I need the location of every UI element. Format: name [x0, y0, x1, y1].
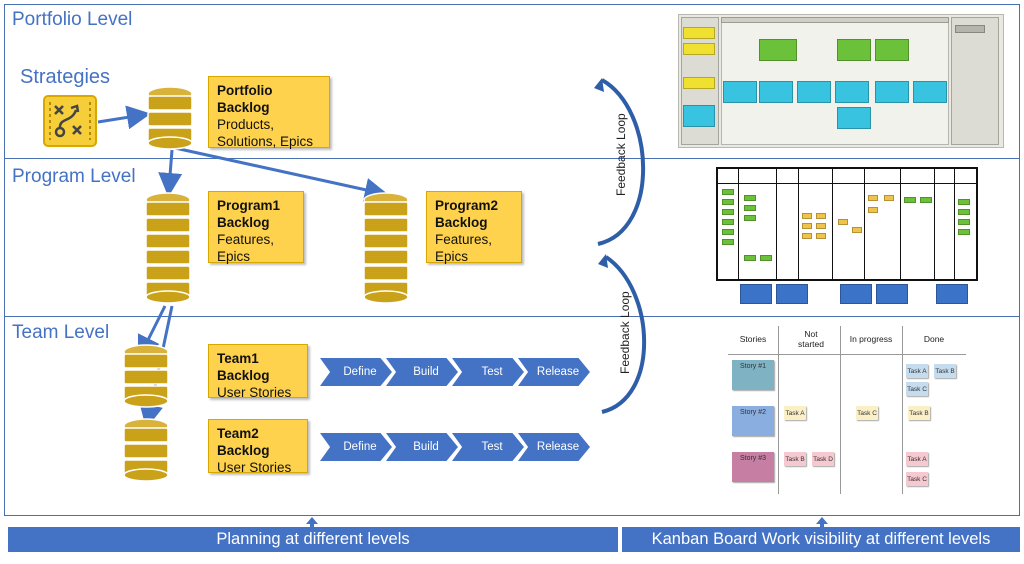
backlog-title-line2: Backlog — [217, 443, 270, 458]
backlog-desc-line2: Epics — [217, 249, 251, 264]
backlog-title-line2: Backlog — [217, 215, 270, 230]
team1-database-icon — [123, 344, 169, 408]
team2-backlog-box: Team2 Backlog User Stories — [208, 419, 308, 475]
column-header: In progress — [849, 334, 893, 344]
footer-kanban-bar: Kanban Board Work visibility at differen… — [622, 527, 1020, 552]
strategy-to-portfolio-arrow — [97, 105, 151, 130]
backlog-title-line1: Program2 — [435, 198, 499, 213]
feedback-arc-lower — [601, 255, 647, 414]
program2-backlog-box: Program2 Backlog Features, Epics — [426, 191, 522, 264]
footer-planning-bar: Planning at different levels — [8, 527, 618, 552]
backlog-desc-line1: Products, — [217, 117, 275, 132]
portfolio-backlog-box: Portfolio Backlog Products, Solutions, E… — [208, 76, 330, 149]
divider-portfolio-program — [4, 158, 1020, 159]
column-header: Not started — [798, 329, 824, 349]
program2-database-icon — [363, 192, 409, 304]
task-card: Task B — [934, 364, 956, 378]
column-header: Stories — [739, 334, 767, 344]
feedback-loop-label: Feedback Loop — [618, 291, 632, 374]
backlog-desc-line2: Solutions, Epics — [217, 134, 314, 149]
backlog-title-line1: Portfolio — [217, 83, 273, 98]
pipeline-step: Release — [518, 433, 590, 461]
backlog-title-line2: Backlog — [435, 215, 488, 230]
backlog-title-line1: Team2 — [217, 426, 259, 441]
pipeline-step: Build — [386, 433, 458, 461]
backlog-desc-line1: Features, — [217, 232, 275, 247]
feedback-loop-label: Feedback Loop — [614, 113, 628, 196]
divider-program-team — [4, 316, 1020, 317]
task-card: Task A — [784, 406, 806, 420]
pipeline-step: Release — [518, 358, 590, 386]
pipeline-step: Define — [320, 358, 392, 386]
portfolio-kanban-board-thumbnail — [678, 14, 1004, 148]
task-card: Task D — [812, 452, 834, 466]
feedback-arrowhead-upper — [594, 78, 604, 92]
task-card: Task C — [906, 472, 928, 486]
team-level-title: Team Level — [12, 322, 110, 343]
column-header: Done — [923, 334, 945, 344]
program1-database-icon — [145, 192, 191, 304]
diagram-frame — [4, 4, 1020, 516]
pipeline-step: Test — [452, 433, 524, 461]
strategies-label: Strategies — [20, 66, 111, 88]
story-card: Story #2 — [732, 406, 774, 436]
policy-notes-thumbnail — [740, 284, 976, 306]
feedback-arc-upper — [597, 78, 646, 246]
strategy-icon — [43, 95, 97, 147]
backlog-title-line1: Program1 — [217, 198, 281, 213]
story-card: Story #1 — [732, 360, 774, 390]
story-card: Story #3 — [732, 452, 774, 482]
pipeline-step: Build — [386, 358, 458, 386]
team1-backlog-box: Team1 Backlog User Stories — [208, 344, 308, 400]
backlog-title-line2: Backlog — [217, 368, 270, 383]
program1-backlog-box: Program1 Backlog Features, Epics — [208, 191, 304, 264]
team2-pipeline: Define Build Test Release — [320, 433, 590, 461]
pipeline-step: Test — [452, 358, 524, 386]
feedback-arrowhead-lower — [598, 254, 608, 268]
portfolio-to-program1-arrow — [158, 149, 183, 197]
backlog-desc-line1: User Stories — [217, 460, 292, 475]
backlog-desc-line1: User Stories — [217, 385, 292, 400]
portfolio-to-program2-arrow — [174, 146, 389, 202]
task-card: Task B — [784, 452, 806, 466]
team2-database-icon — [123, 418, 169, 482]
portfolio-database-icon — [147, 86, 193, 150]
task-card: Task B — [908, 406, 930, 420]
task-card: Task C — [906, 382, 928, 396]
team-kanban-board: Stories Not started In progress Done Sto… — [728, 326, 968, 496]
program-level-title: Program Level — [12, 166, 136, 187]
team1-pipeline: Define Build Test Release — [320, 358, 590, 386]
pipeline-step: Define — [320, 433, 392, 461]
task-card: Task A — [906, 452, 928, 466]
portfolio-level-title: Portfolio Level — [12, 9, 133, 30]
backlog-desc-line1: Features, — [435, 232, 493, 247]
footer-left-up-arrow — [306, 517, 318, 528]
footer-right-up-arrow — [816, 517, 828, 528]
program-kanban-board-thumbnail — [716, 167, 978, 281]
backlog-title-line1: Team1 — [217, 351, 259, 366]
backlog-title-line2: Backlog — [217, 100, 270, 115]
task-card: Task C — [856, 406, 878, 420]
task-card: Task A — [906, 364, 928, 378]
backlog-desc-line2: Epics — [435, 249, 469, 264]
